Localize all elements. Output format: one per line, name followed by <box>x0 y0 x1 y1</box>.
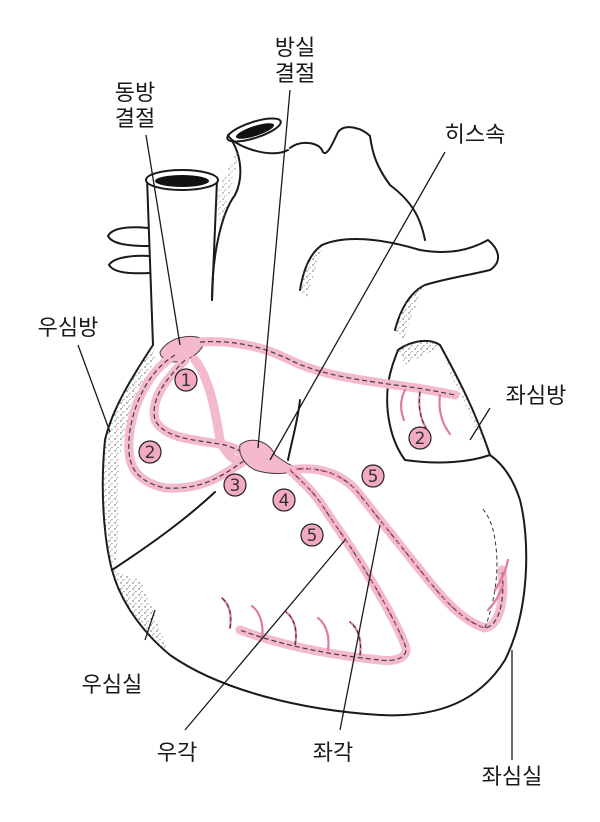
marker-2-left-atrium: 2 <box>408 426 432 450</box>
label-right-bundle: 우각 <box>157 741 197 766</box>
svg-text:3: 3 <box>230 476 241 496</box>
marker-4-his-bundle: 4 <box>272 488 296 512</box>
marker-5-left-ventricle: 5 <box>361 464 385 488</box>
label-right-atrium: 우심방 <box>38 316 99 341</box>
label-av-node-1: 방실 <box>275 36 315 61</box>
sequence-markers: 1 2 2 3 4 5 5 <box>138 368 432 547</box>
marker-5-right-ventricle: 5 <box>300 523 324 547</box>
label-sa-node-1: 동방 <box>115 81 155 106</box>
label-left-atrium: 좌심방 <box>506 384 567 409</box>
svg-text:5: 5 <box>368 467 379 487</box>
svg-text:2: 2 <box>145 443 156 463</box>
label-left-ventricle: 좌심실 <box>482 765 543 790</box>
label-sa-node-2: 결절 <box>115 107 155 132</box>
label-his-bundle: 히스속 <box>445 123 506 148</box>
marker-1-right-atrium: 1 <box>174 368 198 392</box>
leader-lines <box>77 89 513 760</box>
svg-text:4: 4 <box>279 491 290 511</box>
label-av-node-2: 결절 <box>275 62 315 87</box>
svg-text:1: 1 <box>181 371 192 391</box>
marker-2-right-atrium: 2 <box>138 440 162 464</box>
svg-text:2: 2 <box>415 429 426 449</box>
marker-3-av-node: 3 <box>223 473 247 497</box>
label-right-ventricle: 우심실 <box>82 673 143 698</box>
conduction-system <box>124 336 510 665</box>
label-left-bundle: 좌각 <box>313 741 353 766</box>
svg-text:5: 5 <box>307 526 318 546</box>
labels: 동방 결절 방실 결절 히스속 우심방 좌심방 우심실 우각 좌각 좌심실 <box>38 36 567 790</box>
heart-outline <box>101 117 528 717</box>
